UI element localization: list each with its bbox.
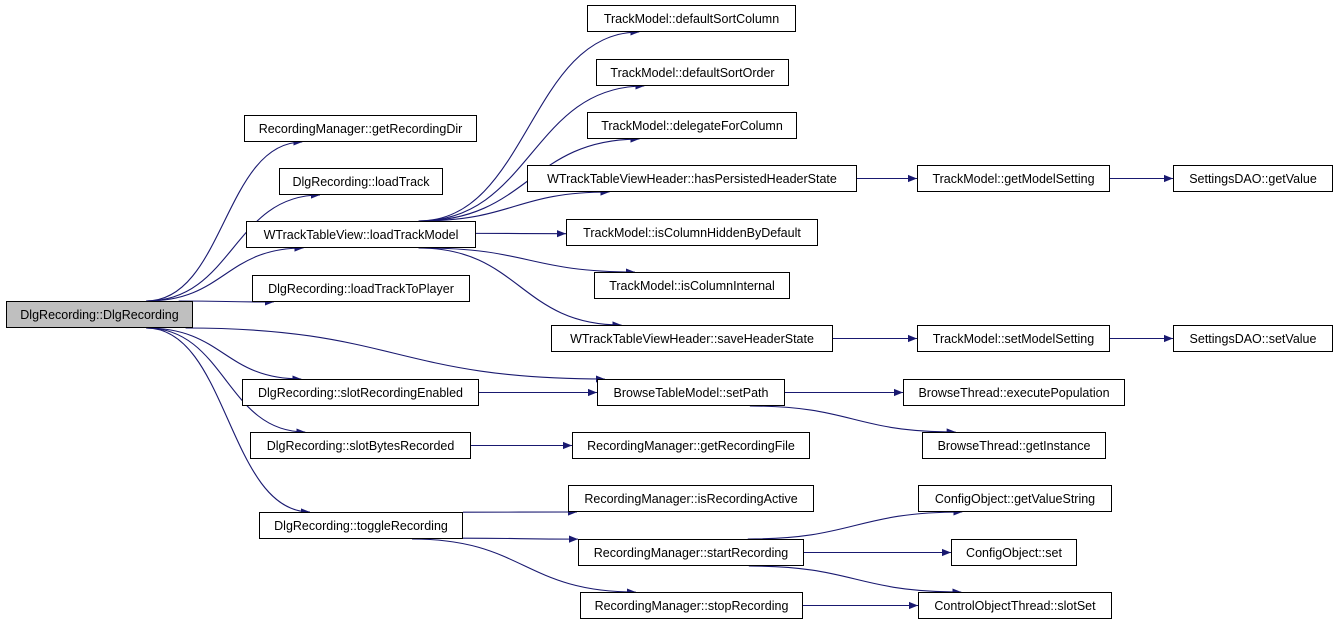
- node-settingsdao-setvalue[interactable]: SettingsDAO::setValue: [1173, 325, 1333, 352]
- edge-n3-to-n9: [418, 82, 645, 222]
- node-dlgrecording-loadtracktoplayer[interactable]: DlgRecording::loadTrackToPlayer: [252, 275, 470, 302]
- node-recordingmanager-getrecordingdir[interactable]: RecordingManager::getRecordingDir: [244, 115, 477, 142]
- node-trackmodel-defaultsortcolumn[interactable]: TrackModel::defaultSortColumn: [587, 5, 796, 32]
- node-wtracktableviewheader-haspersistedheaderstate[interactable]: WTrackTableViewHeader::hasPersistedHeade…: [527, 165, 857, 192]
- edge-n3-to-n13: [422, 247, 635, 276]
- edge-n0-to-n2: [146, 191, 321, 302]
- node-configobject-set[interactable]: ConfigObject::set: [951, 539, 1077, 566]
- edge-n18-to-n24: [747, 508, 963, 540]
- node-trackmodel-getmodelsetting[interactable]: TrackModel::getModelSetting: [917, 165, 1110, 192]
- node-recordingmanager-getrecordingfile[interactable]: RecordingManager::getRecordingFile: [572, 432, 810, 459]
- node-dlgrecording-loadtrack[interactable]: DlgRecording::loadTrack: [279, 168, 443, 195]
- node-recordingmanager-startrecording[interactable]: RecordingManager::startRecording: [578, 539, 804, 566]
- node-trackmodel-iscolumninternal[interactable]: TrackModel::isColumnInternal: [594, 272, 790, 299]
- edge-n7-to-n19: [411, 538, 636, 596]
- edge-n0-to-n1: [146, 138, 303, 302]
- edge-n15-to-n23: [749, 405, 956, 436]
- node-trackmodel-delegateforcolumn[interactable]: TrackModel::delegateForColumn: [587, 112, 797, 139]
- edge-n18-to-n26: [748, 565, 962, 596]
- node-trackmodel-setmodelsetting[interactable]: TrackModel::setModelSetting: [917, 325, 1110, 352]
- node-wtracktableviewheader-saveheaderstate[interactable]: WTrackTableViewHeader::saveHeaderState: [551, 325, 833, 352]
- edge-n0-to-n3: [146, 244, 304, 302]
- edge-n0-to-n5: [146, 327, 302, 383]
- node-wtracktableview-loadtrackmodel[interactable]: WTrackTableView::loadTrackModel: [246, 221, 476, 248]
- node-dlgrecording-dlgrecording: DlgRecording::DlgRecording: [6, 301, 193, 328]
- edge-n0-to-n15: [185, 327, 605, 383]
- node-trackmodel-iscolumnhiddenbydefault[interactable]: TrackModel::isColumnHiddenByDefault: [566, 219, 818, 246]
- node-browsethread-executepopulation[interactable]: BrowseThread::executePopulation: [903, 379, 1125, 406]
- edge-n3-to-n11: [418, 188, 610, 222]
- node-trackmodel-defaultsortorder[interactable]: TrackModel::defaultSortOrder: [596, 59, 789, 86]
- node-settingsdao-getvalue[interactable]: SettingsDAO::getValue: [1173, 165, 1333, 192]
- node-browsethread-getinstance[interactable]: BrowseThread::getInstance: [922, 432, 1106, 459]
- edge-n3-to-n8: [418, 28, 640, 222]
- node-browsetablemodel-setpath[interactable]: BrowseTableModel::setPath: [597, 379, 785, 406]
- node-recordingmanager-isrecordingactive[interactable]: RecordingManager::isRecordingActive: [568, 485, 814, 512]
- node-dlgrecording-slotrecordingenabled[interactable]: DlgRecording::slotRecordingEnabled: [242, 379, 479, 406]
- edge-n0-to-n6: [146, 327, 306, 436]
- edge-n0-to-n7: [146, 327, 311, 516]
- node-dlgrecording-slotbytesrecorded[interactable]: DlgRecording::slotBytesRecorded: [250, 432, 471, 459]
- node-configobject-getvaluestring[interactable]: ConfigObject::getValueString: [918, 485, 1112, 512]
- node-dlgrecording-togglerecording[interactable]: DlgRecording::toggleRecording: [259, 512, 463, 539]
- node-controlobjectthread-slotset[interactable]: ControlObjectThread::slotSet: [918, 592, 1112, 619]
- node-recordingmanager-stoprecording[interactable]: RecordingManager::stopRecording: [580, 592, 803, 619]
- edge-n7-to-n18: [462, 535, 579, 543]
- edge-n3-to-n14: [418, 247, 622, 329]
